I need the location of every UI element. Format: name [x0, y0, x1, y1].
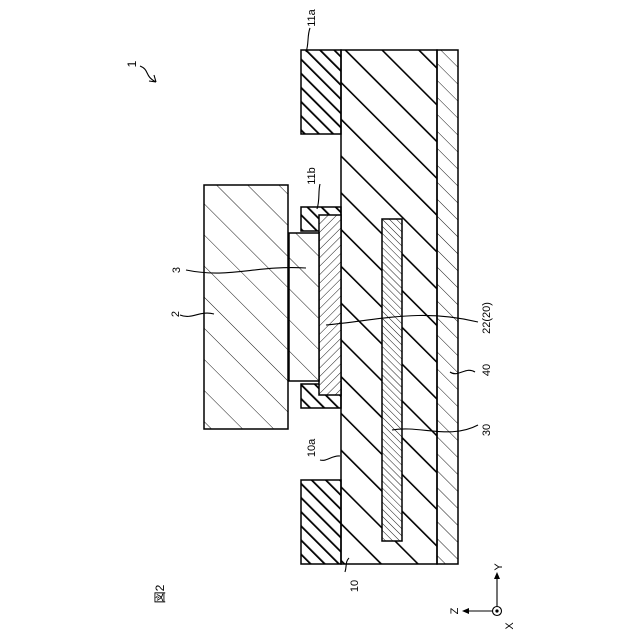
label-10a: 10a [306, 438, 318, 457]
label-11b: 11b [306, 167, 318, 185]
label-2: 2 [170, 311, 182, 317]
base-layer-40 [437, 50, 458, 564]
leader-10a [320, 456, 340, 460]
conductor-30-hatch [382, 219, 402, 541]
resist-11a-top [301, 50, 341, 134]
label-10: 10 [349, 580, 361, 592]
label-30: 30 [481, 424, 493, 436]
axis-label-y: Y [493, 563, 505, 571]
label-40: 40 [481, 364, 493, 376]
electrode-22-hatch [319, 215, 341, 395]
label-3: 3 [171, 267, 183, 273]
label-11a: 11a [306, 8, 318, 26]
bonding-material-3-hatch [289, 233, 319, 381]
component-2-hatch [204, 185, 288, 429]
coordinate-axes [462, 572, 502, 616]
device-ref-label: 1 [125, 60, 139, 67]
leader-11a [306, 28, 310, 52]
resist-11a-bottom [301, 480, 341, 564]
leader-11b [317, 184, 320, 209]
ref-arrow-1 [140, 66, 156, 82]
figure-title: 図2 [153, 584, 167, 603]
axis-label-z: Z [449, 607, 461, 614]
label-22-20: 22(20) [481, 302, 493, 334]
axis-label-x: X [504, 622, 516, 630]
